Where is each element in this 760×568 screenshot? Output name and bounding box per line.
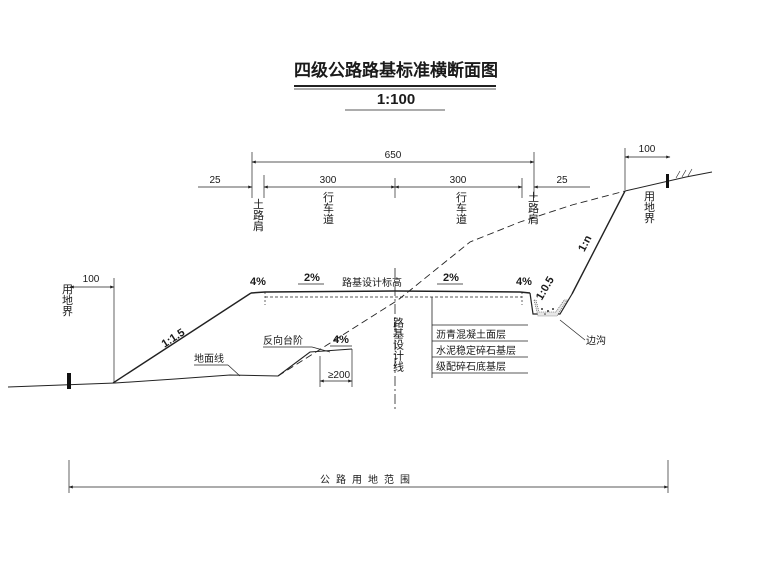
reverse-step bbox=[277, 348, 353, 377]
dim-lane-left: 300 bbox=[320, 175, 337, 186]
cut-slope-line bbox=[571, 190, 626, 295]
road-surface bbox=[250, 290, 531, 294]
label-centerline: 路基设计线 bbox=[392, 317, 405, 372]
label-shoulder-right: 土路肩 bbox=[527, 191, 540, 225]
slope-step: 4% bbox=[333, 334, 349, 346]
dim-land-margin-right-label: 100 bbox=[639, 144, 656, 155]
label-land-boundary-left: 用地界 bbox=[61, 284, 74, 318]
label-ditch: 边沟 bbox=[586, 334, 606, 347]
dim-step-width-label: ≥200 bbox=[328, 370, 351, 381]
drawing-scale: 1:100 bbox=[377, 91, 415, 108]
label-lane-left: 行车道 bbox=[322, 191, 335, 224]
dim-total-width: 650 bbox=[385, 150, 402, 161]
ground-hatch-right bbox=[675, 168, 693, 179]
side-ditch bbox=[529, 292, 573, 317]
slope-lane-right: 2% bbox=[443, 272, 459, 284]
ground-line-original-dashed bbox=[277, 190, 626, 377]
fill-slope-line bbox=[112, 292, 252, 384]
ground-line-right bbox=[624, 171, 713, 192]
label-land-range: 公路用地范围 bbox=[320, 473, 416, 486]
side-slope-ditch: 1:0.5 bbox=[534, 275, 557, 303]
dim-shoulder-right: 25 bbox=[556, 175, 568, 186]
side-slope-cut: 1:n bbox=[576, 233, 594, 253]
slope-shoulder-right: 4% bbox=[516, 276, 532, 288]
dim-land-margin-left-label: 100 bbox=[83, 274, 100, 285]
drawing-title: 四级公路路基标准横断面图 bbox=[294, 60, 498, 81]
land-boundary-marker-right bbox=[666, 174, 669, 188]
pavement-layer-subbase: 级配碎石底基层 bbox=[436, 360, 506, 373]
dim-land-margin-right bbox=[624, 148, 671, 190]
dimension-lines-top bbox=[198, 152, 590, 198]
slope-lane-left: 2% bbox=[304, 272, 320, 284]
dim-land-range bbox=[68, 460, 669, 493]
label-land-boundary-right: 用地界 bbox=[643, 191, 656, 225]
label-ground-line: 地面线 bbox=[194, 352, 224, 365]
dim-shoulder-left: 25 bbox=[209, 175, 221, 186]
label-reverse-step: 反向台阶 bbox=[263, 334, 303, 347]
label-shoulder-left: 土路肩 bbox=[252, 198, 265, 232]
ground-line-left bbox=[7, 374, 279, 388]
pavement-layer-surface: 沥青混凝土面层 bbox=[436, 328, 506, 341]
land-boundary-marker-left bbox=[67, 373, 71, 389]
label-lane-right: 行车道 bbox=[455, 191, 468, 224]
slope-shoulder-left: 4% bbox=[250, 276, 266, 288]
dim-land-margin-left bbox=[69, 278, 115, 382]
label-design-elevation: 路基设计标高 bbox=[342, 276, 402, 289]
side-slope-fill: 1:1.5 bbox=[160, 327, 188, 351]
pavement-layer-base: 水泥稳定碎石基层 bbox=[436, 344, 516, 357]
dim-lane-right: 300 bbox=[450, 175, 467, 186]
dim-step-width bbox=[319, 349, 353, 387]
